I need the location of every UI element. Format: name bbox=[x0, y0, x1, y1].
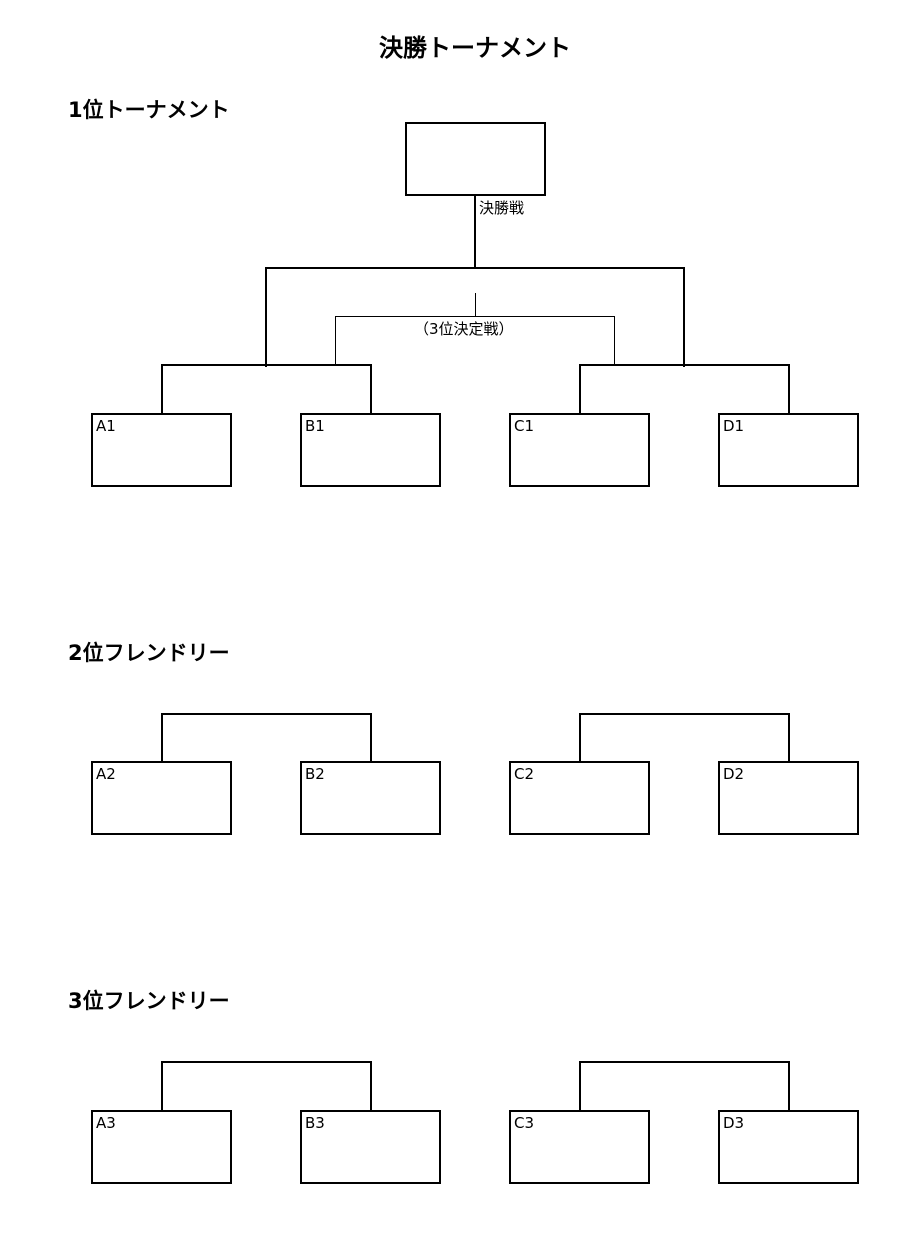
friendly-bracket-left bbox=[161, 713, 372, 762]
team-label: B3 bbox=[305, 1114, 325, 1132]
team-box-b1: B1 bbox=[300, 413, 441, 487]
team-label: D3 bbox=[723, 1114, 745, 1132]
section-title-1: 1位トーナメント bbox=[68, 98, 230, 122]
section-title-3: 3位フレンドリー bbox=[68, 989, 230, 1013]
team-label: A2 bbox=[96, 765, 116, 783]
team-box-a2: A2 bbox=[91, 761, 232, 835]
team-label: B1 bbox=[305, 417, 325, 435]
team-label: A1 bbox=[96, 417, 116, 435]
winner-box bbox=[405, 122, 546, 196]
team-box-d1: D1 bbox=[718, 413, 859, 487]
team-box-c1: C1 bbox=[509, 413, 650, 487]
third-place-label: （3位決定戦） bbox=[414, 320, 514, 338]
team-label: C1 bbox=[514, 417, 535, 435]
friendly-bracket-right bbox=[579, 1061, 790, 1110]
team-label: C3 bbox=[514, 1114, 535, 1132]
team-box-c3: C3 bbox=[509, 1110, 650, 1184]
final-bracket bbox=[265, 196, 685, 367]
team-box-c2: C2 bbox=[509, 761, 650, 835]
third-place-bracket bbox=[335, 293, 615, 365]
team-label: D1 bbox=[723, 417, 745, 435]
team-box-a1: A1 bbox=[91, 413, 232, 487]
team-box-b3: B3 bbox=[300, 1110, 441, 1184]
team-box-a3: A3 bbox=[91, 1110, 232, 1184]
final-label: 決勝戦 bbox=[479, 199, 525, 217]
semifinal-bracket-left bbox=[161, 364, 372, 413]
team-label: A3 bbox=[96, 1114, 116, 1132]
team-label: C2 bbox=[514, 765, 535, 783]
team-label: B2 bbox=[305, 765, 325, 783]
page-title: 決勝トーナメント bbox=[379, 34, 571, 62]
friendly-bracket-right bbox=[579, 713, 790, 762]
team-box-d2: D2 bbox=[718, 761, 859, 835]
team-box-b2: B2 bbox=[300, 761, 441, 835]
friendly-bracket-left bbox=[161, 1061, 372, 1110]
section-title-2: 2位フレンドリー bbox=[68, 641, 230, 665]
team-box-d3: D3 bbox=[718, 1110, 859, 1184]
team-label: D2 bbox=[723, 765, 745, 783]
